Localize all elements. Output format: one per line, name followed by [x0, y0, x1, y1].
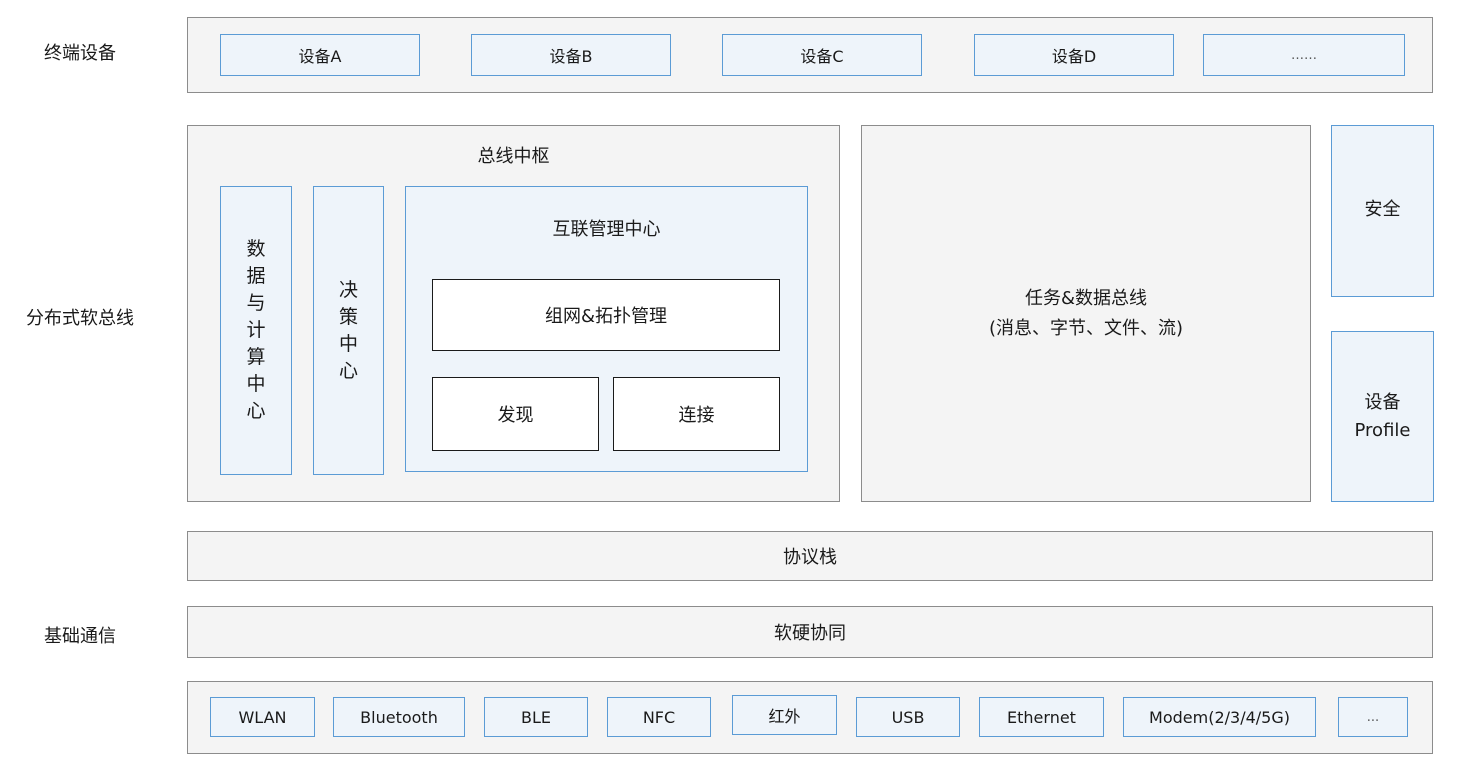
device-profile-box: 设备 Profile: [1331, 331, 1434, 502]
transport-box-nfc: NFC: [607, 697, 711, 737]
layer-label-softbus: 分布式软总线: [26, 308, 134, 329]
transport-box-bluetooth: Bluetooth: [333, 697, 465, 737]
discovery-box: 发现: [432, 377, 599, 451]
transport-box-wlan: WLAN: [210, 697, 315, 737]
transport-box-modem: Modem(2/3/4/5G): [1123, 697, 1316, 737]
task-data-bus-panel: 任务&数据总线 (消息、字节、文件、流): [861, 125, 1311, 502]
transport-box-infrared: 红外: [732, 695, 837, 735]
interconnect-title: 互联管理中心: [552, 219, 661, 240]
hw-sw-collaboration-bar: 软硬协同: [187, 606, 1433, 658]
device-box: 设备B: [471, 34, 671, 76]
connection-box: 连接: [613, 377, 780, 451]
transport-box-ethernet: Ethernet: [979, 697, 1104, 737]
transport-box-more: ...: [1338, 697, 1408, 737]
networking-topology-box: 组网&拓扑管理: [432, 279, 780, 351]
device-box: 设备C: [722, 34, 922, 76]
transport-box-ble: BLE: [484, 697, 588, 737]
task-data-bus-subtitle: (消息、字节、文件、流): [988, 317, 1184, 339]
bus-hub-title: 总线中枢: [477, 146, 550, 167]
layer-label-terminal: 终端设备: [44, 43, 116, 64]
task-data-bus-title: 任务&数据总线: [1024, 287, 1148, 309]
device-box-more: ……: [1203, 34, 1405, 76]
transport-box-usb: USB: [856, 697, 960, 737]
data-compute-center-label: 数据与计算中心: [246, 238, 266, 422]
security-box: 安全: [1331, 125, 1434, 297]
decision-center-label: 决策中心: [338, 278, 358, 382]
device-box: 设备D: [974, 34, 1174, 76]
layer-label-basic: 基础通信: [44, 626, 116, 647]
device-box: 设备A: [220, 34, 420, 76]
device-profile-line2: Profile: [1354, 419, 1411, 441]
device-profile-line1: 设备: [1364, 391, 1401, 413]
data-compute-center: 数据与计算中心: [220, 186, 292, 475]
decision-center: 决策中心: [313, 186, 384, 475]
protocol-stack-bar: 协议栈: [187, 531, 1433, 581]
